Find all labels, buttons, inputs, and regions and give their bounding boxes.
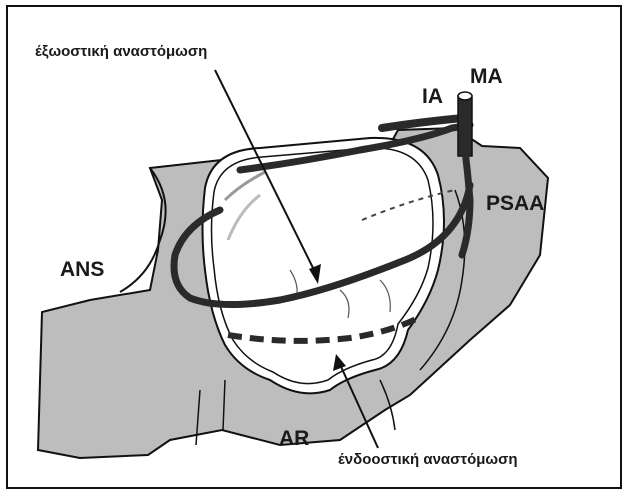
extraosseous-anastomosis-label: έξωοστική αναστόμωση — [35, 44, 207, 59]
ans-label: ANS — [60, 259, 104, 280]
ma-label: MA — [470, 66, 503, 87]
ia-label: IA — [422, 86, 443, 107]
maxillary-artery-top — [458, 92, 472, 100]
ar-label: AR — [279, 428, 309, 449]
psaa-label: PSAA — [486, 193, 544, 214]
intraosseous-anastomosis-label: ένδοοστική αναστόμωση — [338, 452, 518, 467]
